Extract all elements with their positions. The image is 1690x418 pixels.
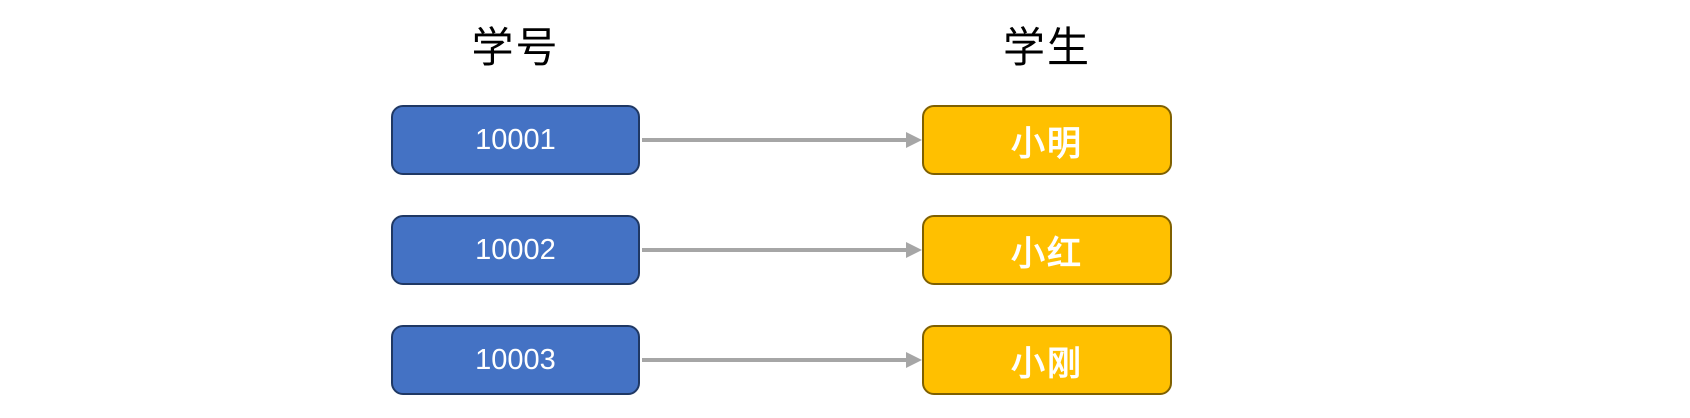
arrow-line [642,138,906,142]
mapping-row: 10002 小红 [0,215,1690,285]
student-id-label: 10001 [475,123,556,156]
column-header-student: 学生 [1002,23,1091,71]
arrow-line [642,248,906,252]
student-name-label: 小刚 [1011,344,1083,383]
student-id-label: 10003 [475,343,556,376]
student-name-label: 小明 [1011,124,1083,163]
mapping-arrow [642,242,922,258]
student-name-box: 小刚 [922,325,1172,395]
student-name-label: 小红 [1011,234,1083,273]
student-id-box: 10002 [391,215,640,285]
student-id-label: 10002 [475,233,556,266]
mapping-arrow [642,352,922,368]
arrow-head-icon [906,242,922,258]
student-name-box: 小明 [922,105,1172,175]
column-header-student-id: 学号 [471,23,560,71]
student-name-box: 小红 [922,215,1172,285]
arrow-head-icon [906,132,922,148]
arrow-head-icon [906,352,922,368]
arrow-line [642,358,906,362]
student-id-box: 10003 [391,325,640,395]
mapping-row: 10003 小刚 [0,325,1690,395]
mapping-row: 10001 小明 [0,105,1690,175]
mapping-arrow [642,132,922,148]
student-id-box: 10001 [391,105,640,175]
